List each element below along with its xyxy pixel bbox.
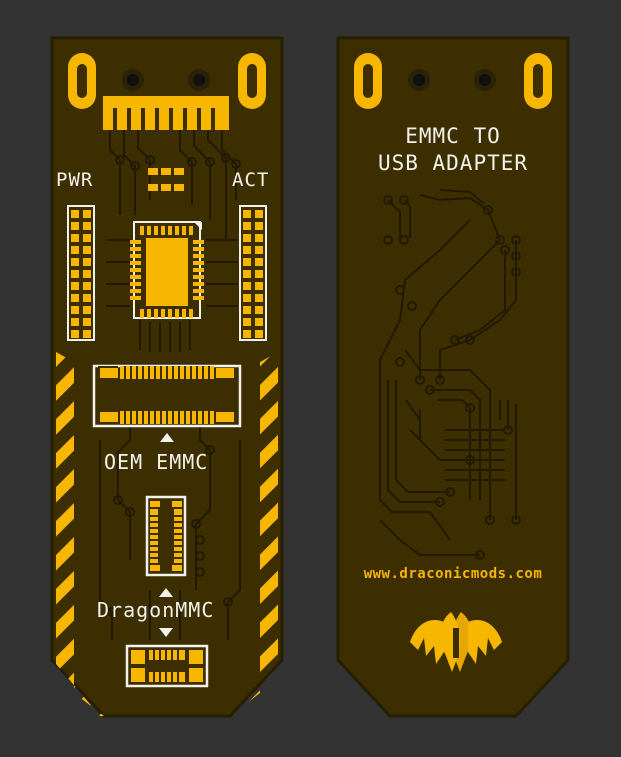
controller-chip: [130, 221, 204, 319]
website-url: www.draconicmods.com: [363, 566, 543, 582]
back-vias: [383, 195, 521, 560]
hazard-stripes-left: [56, 352, 104, 716]
back-title-line2: USB ADAPTER: [377, 151, 529, 175]
oem-emmc-label: OEM EMMC: [104, 450, 209, 474]
dragonmmc-label: DragonMMC: [97, 598, 215, 622]
arrow-up-icon: [160, 433, 174, 442]
dragonmmc-connector: [145, 495, 187, 577]
arrow-up-icon: [159, 588, 173, 597]
bottom-connector: [125, 644, 209, 688]
dragon-logo-icon: [410, 612, 502, 672]
hazard-stripes-right: [230, 352, 278, 716]
back-title-line1: EMMC TO: [405, 124, 501, 148]
front-board: [50, 36, 284, 718]
pwr-label: PWR: [56, 169, 94, 191]
usb-contact-pads: [103, 96, 229, 130]
back-board: [336, 36, 570, 718]
front-vias: [107, 153, 241, 617]
resistor-array-right: [239, 205, 267, 341]
oem-emmc-connector: [92, 364, 242, 428]
act-label: ACT: [232, 169, 270, 191]
back-traces: [379, 189, 517, 556]
front-traces: [99, 130, 241, 640]
arrow-down-icon: [159, 628, 173, 637]
led-pads: [148, 168, 184, 191]
resistor-array-left: [67, 205, 95, 341]
